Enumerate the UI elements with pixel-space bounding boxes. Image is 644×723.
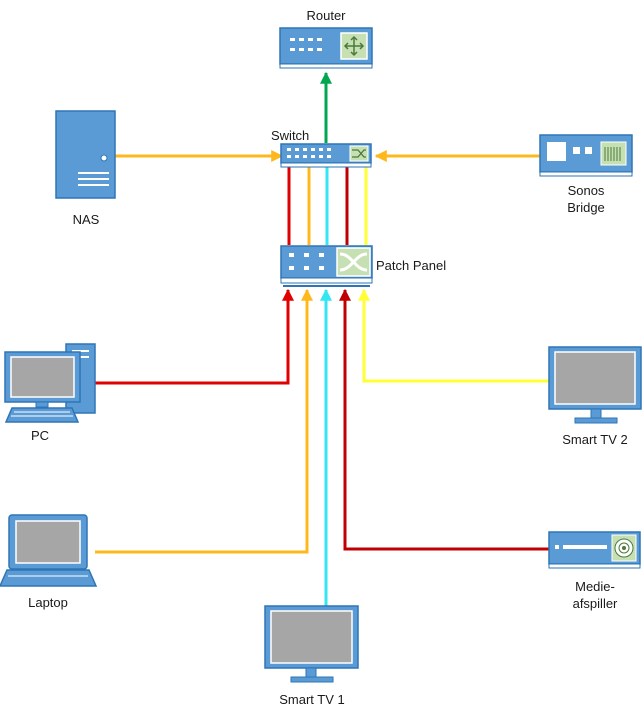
laptop-label: Laptop: [28, 595, 68, 610]
switch-icon: [280, 143, 372, 168]
router-icon: [279, 27, 373, 69]
media-player-label-line1: Medie-: [575, 579, 615, 594]
patch-panel-icon: [280, 245, 373, 287]
media-player-icon: [548, 531, 641, 569]
monitor-icon: [548, 346, 642, 424]
link-pc-panel: [95, 288, 294, 385]
desktop-computer-icon: [4, 343, 96, 423]
monitor-icon: [264, 605, 359, 683]
pc-label: PC: [30, 428, 50, 443]
link-mediaplayer-panel: [339, 288, 550, 551]
bridge-device-icon: [539, 134, 633, 177]
sonos-label-line1: Sonos: [567, 183, 605, 198]
smart-tv-2-label: Smart TV 2: [562, 432, 628, 447]
server-tower-icon: [55, 110, 116, 199]
switch-label: Switch: [271, 128, 310, 143]
connections: [95, 71, 550, 606]
media-player-label-line2: afspiller: [572, 596, 618, 611]
patch-panel-label: Patch Panel: [376, 258, 447, 273]
smart-tv-1-label: Smart TV 1: [279, 692, 345, 707]
link-laptop-panel: [95, 288, 313, 554]
router-label: Router: [306, 8, 346, 23]
sonos-label-line2: Bridge: [567, 200, 605, 215]
nas-label: NAS: [72, 212, 100, 227]
link-tv2-panel: [358, 288, 550, 383]
laptop-icon: [0, 514, 98, 587]
